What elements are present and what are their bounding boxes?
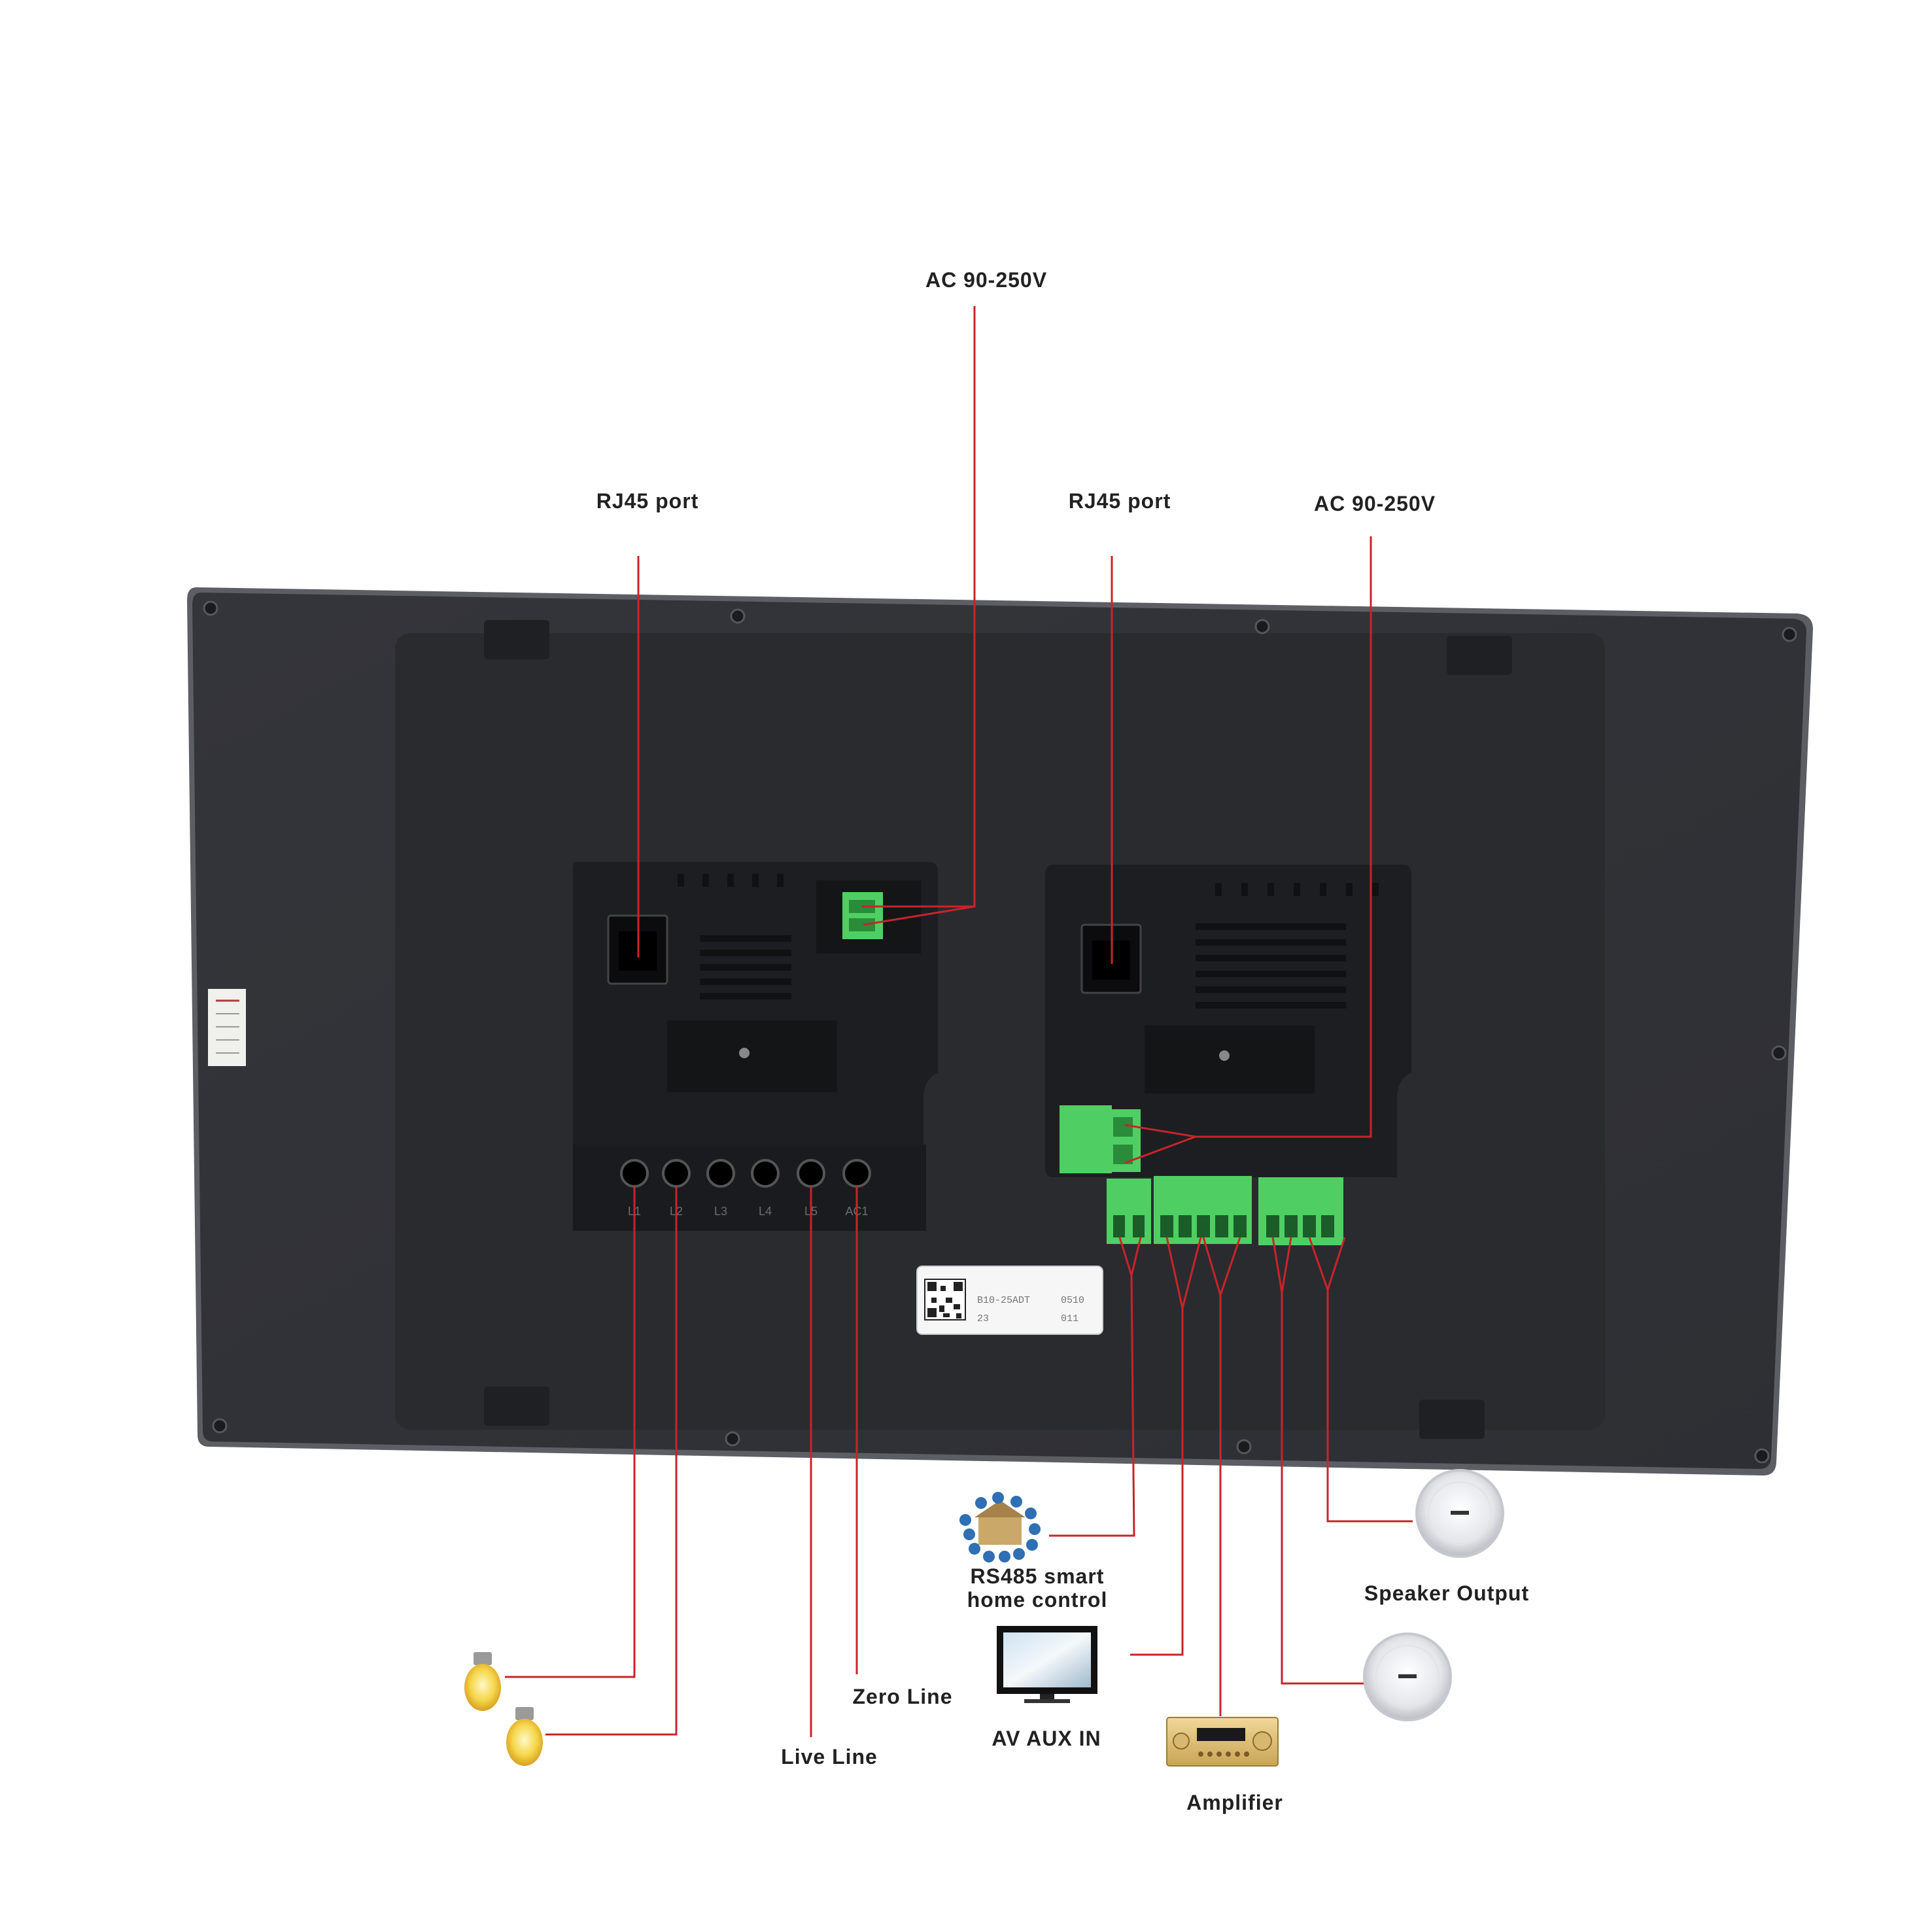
side-sticker [208, 989, 246, 1066]
label-amplifier: Amplifier [1186, 1791, 1283, 1814]
label-ac-top: AC 90-250V [925, 268, 1048, 292]
vents [1196, 883, 1379, 1009]
relay-terminal-labels: L1 L2 L3 L4 L5 AC1 [628, 1205, 869, 1218]
light-bulb-icon [506, 1707, 543, 1766]
right-module [1045, 865, 1411, 1245]
ac-power-terminal-left [816, 880, 921, 954]
ceiling-speaker-icon [1415, 1469, 1504, 1558]
ac-power-terminal-right [1060, 1105, 1141, 1173]
svg-text:L3: L3 [714, 1205, 727, 1218]
ceiling-speaker-icon [1363, 1632, 1452, 1721]
product-sticker [916, 1266, 1103, 1335]
label-rj45-left: RJ45 port [596, 489, 699, 513]
bottom-right-clip [1419, 1400, 1485, 1439]
label-ac-right: AC 90-250V [1313, 492, 1436, 515]
smart-home-network-icon [959, 1492, 1041, 1562]
light-bulb-icon [464, 1652, 501, 1711]
qr-code-icon [924, 1279, 966, 1320]
sticker-code-a: 0510 [1061, 1295, 1085, 1306]
sticker-code-c: 011 [1061, 1313, 1079, 1324]
label-av-aux-in: AV AUX IN [992, 1727, 1101, 1750]
relay-terminals [620, 1159, 871, 1188]
label-zero-line: Zero Line [852, 1685, 953, 1708]
television-icon [997, 1626, 1097, 1703]
speaker-terminal [1258, 1177, 1343, 1245]
left-module: L1 L2 L3 L4 L5 AC1 [573, 862, 938, 1231]
top-left-clip [484, 620, 549, 659]
sticker-code-b: 23 [977, 1313, 990, 1324]
leader-lines [505, 306, 1413, 1737]
av-amplifier-terminal [1154, 1176, 1252, 1244]
label-rs485: RS485 smart home control [967, 1564, 1108, 1612]
screws [203, 600, 1797, 1464]
label-live-line: Live Line [781, 1745, 878, 1768]
svg-text:L4: L4 [759, 1205, 772, 1218]
vents [678, 874, 791, 999]
center-pad-right [1145, 1026, 1315, 1094]
sticker-model: B10-25ADT [977, 1295, 1031, 1306]
amplifier-icon [1166, 1717, 1279, 1767]
rs485-terminal [1107, 1179, 1151, 1244]
top-right-clip [1447, 636, 1512, 675]
label-speaker-output: Speaker Output [1364, 1581, 1530, 1605]
center-pad-left [667, 1020, 837, 1092]
bottom-left-clip [484, 1387, 549, 1426]
label-rj45-right: RJ45 port [1068, 489, 1171, 513]
device-back-panel [187, 587, 1813, 1475]
